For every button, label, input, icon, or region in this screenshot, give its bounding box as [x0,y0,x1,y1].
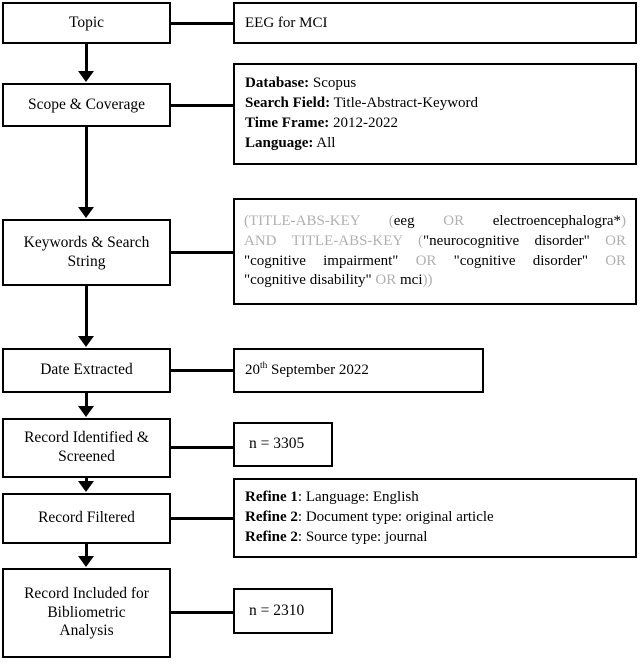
stage-label-date-extracted: Date Extracted [40,361,133,379]
stage-label-keywords-search-string: Keywords & Search String [4,234,169,272]
refine-label-1: Refine 1 [245,489,298,506]
connector-keywords-to-detail [171,251,233,254]
connector-date-to-detail [171,369,233,372]
stage-label-record-included: Record Included for Bibliometric Analysi… [4,585,169,642]
date-ordinal: th [260,361,268,372]
search-term-cognitive-impairment: "cognitive impairment" [244,252,399,269]
scope-value-search-field: Title-Abstract-Keyword [333,95,479,112]
detail-text-search-string: (TITLE-ABS-KEY (eeg OR electroencephalog… [235,212,635,292]
arrow-line-keywords-to-date [85,286,88,337]
scope-label-search-field: Search Field: [245,95,331,112]
date-rest: September 2022 [267,362,369,379]
stage-box-topic[interactable]: Topic [2,2,171,44]
search-term-mci: mci [400,272,423,289]
search-string-line-4: "cognitive disability" OR mci)) [244,271,626,291]
stage-box-record-included-bibliometric-analysis[interactable]: Record Included for Bibliometric Analysi… [2,568,171,658]
search-string-line-3: "cognitive impairment" OR "cognitive dis… [244,252,626,272]
connector-screened-to-detail [171,446,233,449]
search-term-eeg: eeg [393,212,415,229]
search-op-or-2: OR [605,232,627,249]
detail-text-screened-count: n = 3305 [249,435,305,453]
connector-filtered-to-detail [171,517,233,520]
stage-box-scope-coverage[interactable]: Scope & Coverage [2,83,171,127]
detail-box-refinements[interactable]: Refine 1: Language: English Refine 2: Do… [233,478,637,558]
arrow-line-scope-to-keywords [85,127,88,209]
scope-line-language: Language: All [245,134,625,154]
refine-label-3: Refine 2 [245,528,298,545]
scope-line-time-frame: Time Frame: 2012-2022 [245,114,625,134]
search-string-line-2: AND TITLE-ABS-KEY ("neurocognitive disor… [244,232,626,252]
connector-topic-to-detail [171,22,233,25]
refine-value-3: : Source type: journal [297,528,428,545]
scope-value-database: Scopus [312,75,357,92]
stage-label-record-filtered: Record Filtered [38,509,135,527]
connector-included-to-detail [171,611,233,614]
arrow-head-scope-to-keywords [78,207,94,218]
arrow-head-date-to-screened [78,406,94,417]
detail-box-screened-count[interactable]: n = 3305 [233,422,333,467]
search-op-paren-open: ( [388,212,394,229]
refine-line-1: Refine 1: Language: English [245,488,625,508]
arrow-line-filtered-to-included [85,544,88,557]
stage-label-keywords-line1: Keywords & Search [23,233,150,251]
refine-line-2: Refine 2: Document type: original articl… [245,508,625,528]
scope-label-database: Database: [245,75,310,92]
stage-label-screened-line1: Record Identified & [24,429,149,447]
refine-label-2: Refine 2 [245,509,298,526]
search-op-or-1: OR [443,212,465,229]
arrow-head-keywords-to-date [78,336,94,347]
arrow-line-date-to-screened [85,393,88,407]
date-day: 20 [245,362,260,379]
detail-text-topic: EEG for MCI [245,14,328,31]
scope-label-time-frame: Time Frame: [245,115,330,131]
search-term-electroencephalogra: electroencephalogra* [492,212,621,229]
connector-scope-to-detail [171,104,233,107]
detail-text-refinements: Refine 1: Language: English Refine 2: Do… [235,488,635,548]
search-op-or-5: OR [375,272,397,289]
refine-line-3: Refine 2: Source type: journal [245,528,625,548]
stage-label-record-identified-screened: Record Identified & Screened [4,429,169,467]
stage-label-screened-line2: Screened [58,448,115,465]
scope-value-language: All [316,134,336,151]
stage-label-included-line2: Bibliometric [47,603,126,621]
stage-label-keywords-line2: String [67,252,106,270]
arrow-head-topic-to-scope [78,71,94,82]
scope-value-time-frame: 2012-2022 [333,115,399,131]
arrow-line-screened-to-filtered [85,478,88,482]
scope-line-database: Database: Scopus [245,74,625,94]
stage-box-date-extracted[interactable]: Date Extracted [2,348,171,393]
arrow-head-filtered-to-included [78,556,94,567]
stage-label-scope-coverage: Scope & Coverage [27,95,146,113]
detail-box-search-string[interactable]: (TITLE-ABS-KEY (eeg OR electroencephalog… [233,198,637,305]
stage-box-record-filtered[interactable]: Record Filtered [2,493,171,544]
search-op-and-title-abs-key: AND TITLE-ABS-KEY ( [244,232,424,249]
search-term-neurocognitive-disorder: "neurocognitive disorder" [423,232,590,249]
arrow-head-screened-to-filtered [78,481,94,492]
stage-label-included-line1: Record Included for [24,584,149,602]
search-op-title-abs-key-1: (TITLE-ABS-KEY [244,212,361,229]
detail-box-included-count[interactable]: n = 2310 [233,588,333,634]
refine-value-2: : Document type: original article [297,509,494,526]
search-op-paren-close-1: ) [621,212,626,229]
detail-text-date-extracted: 20th September 2022 [235,361,482,379]
stage-box-keywords-search-string[interactable]: Keywords & Search String [2,219,171,286]
scope-line-search-field: Search Field: Title-Abstract-Keyword [245,94,625,114]
stage-label-topic: Topic [68,13,105,31]
detail-text-included-count: n = 2310 [249,601,305,619]
search-op-or-3: OR [415,252,437,269]
search-string-line-1: (TITLE-ABS-KEY (eeg OR electroencephalog… [244,212,626,232]
stage-label-included-line3: Analysis [59,622,114,640]
detail-box-topic[interactable]: EEG for MCI [233,2,637,44]
scope-label-language: Language: [245,134,314,151]
stage-box-record-identified-screened[interactable]: Record Identified & Screened [2,418,171,478]
search-op-or-4: OR [605,252,627,269]
arrow-line-topic-to-scope [85,44,88,73]
detail-box-date-extracted[interactable]: 20th September 2022 [233,348,484,393]
search-op-paren-close-2: )) [422,272,433,289]
detail-text-scope-coverage: Database: Scopus Search Field: Title-Abs… [235,74,635,154]
refine-value-1: : Language: English [297,489,419,506]
search-term-cognitive-disability: "cognitive disability" [244,272,372,289]
detail-box-scope-coverage[interactable]: Database: Scopus Search Field: Title-Abs… [233,63,637,165]
search-term-cognitive-disorder: "cognitive disorder" [453,252,589,269]
